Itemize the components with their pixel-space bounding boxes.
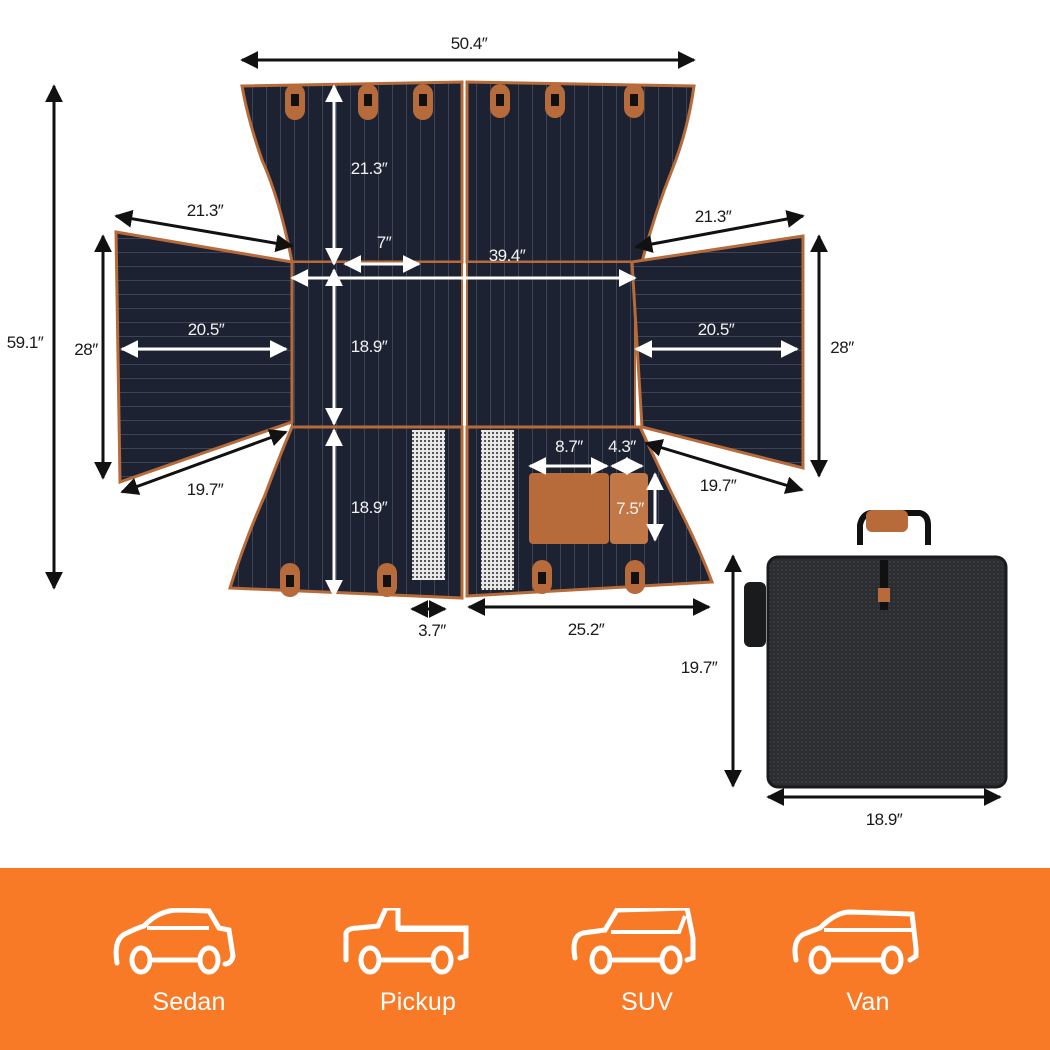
dim-left-wing-width: 20.5″	[187, 320, 225, 339]
dim-bottom-height: 18.9″	[350, 498, 388, 517]
vehicle-label: SUV	[620, 988, 673, 1016]
vehicle-van: Van	[783, 908, 953, 1038]
vehicle-sedan: Sedan	[104, 908, 274, 1038]
suv-icon	[571, 908, 696, 975]
dim-bottom-half-width: 25.2″	[567, 620, 605, 639]
dim-bag-height: 19.7″	[680, 658, 718, 677]
dim-pocket-height: 7.5″	[616, 499, 644, 518]
dim-pocket-width: 8.7″	[555, 437, 583, 456]
vehicle-label: Pickup	[379, 988, 457, 1016]
dim-bag-width: 18.9″	[865, 810, 903, 829]
dim-left-wing-top: 21.3″	[186, 201, 224, 220]
dim-left-wing-height: 28″	[74, 340, 98, 359]
vehicle-suv: SUV	[562, 908, 732, 1038]
dim-gap: 7″	[376, 233, 392, 252]
dim-right-wing-bottom: 19.7″	[699, 476, 737, 495]
mesh-strip-right	[481, 430, 514, 590]
vehicle-compatibility-banner: Sedan Pickup SUV Van	[0, 868, 1050, 1050]
dim-right-wing-width: 20.5″	[697, 320, 735, 339]
dim-top-flap-height: 21.3″	[350, 159, 388, 178]
storage-bag	[744, 510, 1008, 789]
vehicle-pickup: Pickup	[333, 908, 503, 1038]
dim-right-wing-height: 28″	[830, 338, 854, 357]
sedan-icon	[113, 908, 236, 975]
dimension-arrows-light	[120, 84, 799, 598]
dim-right-wing-top: 21.3″	[694, 207, 732, 226]
dim-overall-width: 50.4″	[450, 34, 488, 53]
dimension-arrows-dark	[45, 51, 1002, 806]
dim-center-width: 39.4″	[488, 246, 526, 265]
dim-pocket-small-width: 4.3″	[608, 437, 636, 456]
van-icon	[792, 909, 919, 975]
product-diagram: 50.4″ 59.1″ 21.3″ 21.3″ 21.3″ 7″ 39.4″ 2…	[6, 34, 1008, 829]
dim-overall-height: 59.1″	[6, 333, 44, 352]
vehicle-label: Van	[846, 988, 890, 1016]
dim-left-wing-bottom: 19.7″	[186, 480, 224, 499]
storage-pocket	[529, 473, 609, 544]
dim-middle-height: 18.9″	[350, 337, 388, 356]
liner-illustration	[45, 51, 1008, 806]
dim-mesh-width: 3.7″	[418, 621, 446, 640]
pickup-icon	[343, 908, 469, 975]
mesh-strip-left	[412, 430, 445, 580]
vehicle-label: Sedan	[152, 988, 226, 1016]
